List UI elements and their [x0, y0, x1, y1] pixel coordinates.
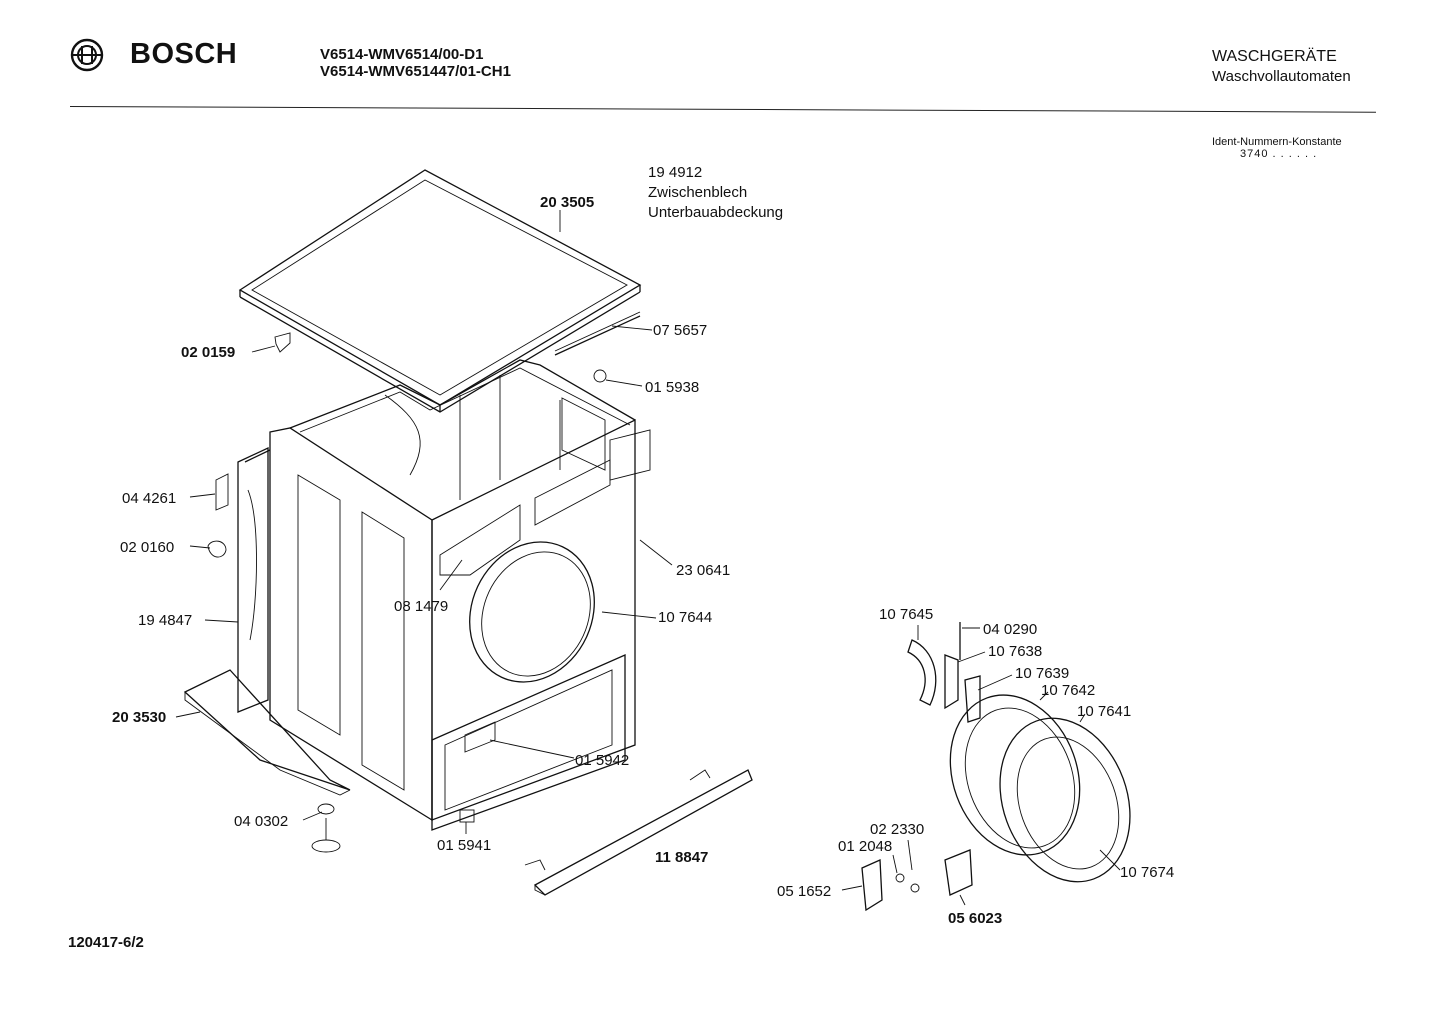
part-number-020160: 02 0160 — [120, 539, 174, 556]
part-number-040302: 04 0302 — [234, 813, 288, 830]
part-number-107639: 10 7639 — [1015, 665, 1069, 682]
part-number-040290: 04 0290 — [983, 621, 1037, 638]
part-number-015942: 01 5942 — [575, 752, 629, 769]
category-title: WASCHGERÄTE — [1212, 48, 1337, 65]
ident-label: Ident-Nummern-Konstante — [1212, 136, 1342, 148]
subcategory-title: Waschvollautomaten — [1212, 68, 1351, 85]
kick-plate-drawing — [524, 769, 753, 896]
part-number-107638: 10 7638 — [988, 643, 1042, 660]
drawing-reference: 120417-6/2 — [68, 934, 144, 951]
part-number-015941: 01 5941 — [437, 837, 491, 854]
part-number-056023: 05 6023 — [948, 910, 1002, 927]
part-number-051652: 05 1652 — [777, 883, 831, 900]
part-number-081479: 08 1479 — [394, 598, 448, 615]
part-number-118847: 11 8847 — [655, 849, 708, 866]
small-parts-left — [207, 332, 607, 853]
brand-name: BOSCH — [130, 38, 238, 70]
bosch-logo-icon — [70, 38, 104, 72]
part-number-015938: 01 5938 — [645, 379, 699, 396]
door-assembly-drawing — [861, 622, 1131, 912]
part-number-107644: 10 7644 — [658, 609, 712, 626]
ident-value: 3740 . . . . . . — [1240, 148, 1318, 160]
part-number-020159: 02 0159 — [181, 344, 235, 361]
part-number-107674: 10 7674 — [1120, 864, 1174, 881]
cabinet-frame-drawing — [183, 359, 651, 831]
part-desc-194912-line-2: Unterbauabdeckung — [648, 204, 783, 221]
model-line-2: V6514-WMV651447/01-CH1 — [320, 63, 511, 80]
model-line-1: V6514-WMV6514/00-D1 — [320, 46, 484, 63]
part-number-194912: 19 4912 — [648, 164, 702, 181]
part-number-230641: 23 0641 — [676, 562, 730, 579]
part-number-194847: 19 4847 — [138, 612, 192, 629]
part-number-107641: 10 7641 — [1077, 703, 1131, 720]
part-number-044261: 04 4261 — [122, 490, 176, 507]
part-number-203530: 20 3530 — [112, 709, 166, 726]
leader-lines — [175, 210, 1121, 906]
top-cover-drawing — [238, 169, 642, 413]
part-number-022330: 02 2330 — [870, 821, 924, 838]
part-number-075657: 07 5657 — [653, 322, 707, 339]
part-number-107642: 10 7642 — [1041, 682, 1095, 699]
part-number-012048: 01 2048 — [838, 838, 892, 855]
part-labels: 19 4912 Zwischenblech Unterbauabdeckung … — [112, 164, 1174, 927]
part-number-107645: 10 7645 — [879, 606, 933, 623]
part-number-203505: 20 3505 — [540, 194, 594, 211]
part-desc-194912-line-1: Zwischenblech — [648, 184, 747, 201]
